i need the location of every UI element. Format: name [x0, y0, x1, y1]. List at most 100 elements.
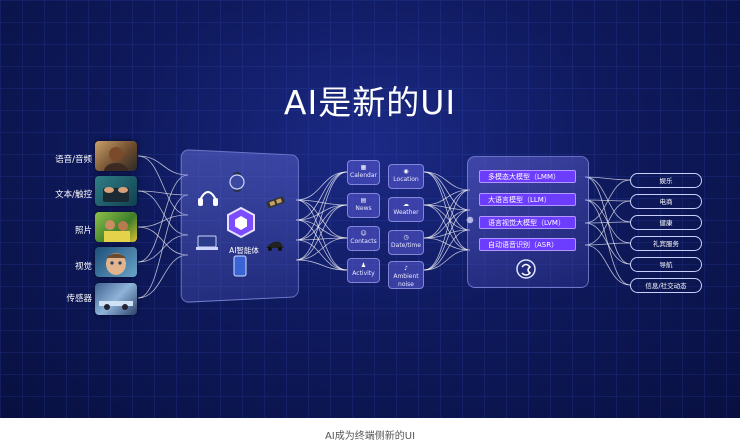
figure-caption: AI成为终端侧新的UI — [324, 431, 416, 442]
input-wire — [137, 174, 189, 263]
agent-wire — [295, 199, 348, 239]
input-wire — [137, 214, 189, 228]
app-wire — [423, 209, 471, 239]
output-wire — [584, 179, 631, 224]
output-concierge: 礼宾服务 — [630, 236, 702, 251]
agent-wire — [295, 219, 348, 239]
model-asr: 自动语音识别（ASR） — [479, 238, 576, 251]
agent-wire — [295, 259, 348, 271]
agent-label: AI智能体 — [229, 246, 259, 255]
portrait-thumbnail — [95, 141, 137, 171]
weather-icon: ☁ — [403, 201, 409, 208]
output-social-feed: 信息/社交动态 — [630, 278, 702, 293]
news-icon: ▤ — [360, 197, 367, 204]
diagram-canvas: AI是新的UI 语音/音频 文本/触控 照片 视觉 传感器 — [0, 0, 740, 418]
glasses-icon — [266, 196, 285, 209]
output-wire — [584, 176, 631, 181]
output-wire — [584, 242, 631, 246]
child-face-icon — [106, 253, 126, 275]
app-wire — [423, 204, 471, 251]
input-wire — [137, 234, 189, 263]
page-title: AI是新的UI — [283, 83, 457, 122]
input-label-voice: 语音/音频 — [55, 155, 92, 165]
app-tile-weather: ☁Weather — [388, 197, 424, 222]
app-wire — [423, 229, 471, 271]
headphones-icon — [198, 191, 218, 206]
output-wire — [584, 199, 631, 286]
portrait-photo-icon — [104, 147, 128, 171]
typing-thumbnail — [95, 176, 137, 206]
app-tile-location: ◉Location — [388, 164, 424, 189]
agent-logo-icon — [227, 206, 255, 239]
sensor-thumbnail — [95, 283, 137, 315]
noise-icon: ♪ — [404, 265, 408, 272]
output-ecommerce: 电商 — [630, 194, 702, 209]
app-tile-news: ▤News — [347, 193, 380, 218]
output-wire — [584, 176, 631, 265]
watch-icon — [229, 172, 245, 192]
input-label-text: 文本/触控 — [55, 190, 92, 200]
app-wire — [423, 171, 471, 251]
agent-wire — [295, 171, 348, 261]
typing-hands-icon — [103, 187, 129, 202]
app-tile-calendar: ▦Calendar — [347, 160, 380, 185]
input-wire — [137, 155, 189, 216]
app-tile-datetime: ◷Date/time — [388, 230, 424, 255]
output-entertainment: 娱乐 — [630, 173, 702, 188]
input-label-photo: 照片 — [74, 226, 92, 236]
laptop-icon — [196, 235, 218, 250]
app-wire — [423, 249, 471, 271]
location-icon: ◉ — [403, 168, 409, 175]
output-wire — [584, 199, 631, 202]
child-thumbnail — [95, 247, 137, 277]
agent-wire — [295, 171, 348, 221]
model-llm: 大语言模型（LLM） — [479, 193, 576, 206]
input-wire — [137, 194, 189, 299]
app-tile-activity: ♟Activity — [347, 258, 380, 283]
output-health: 健康 — [630, 215, 702, 230]
agent-wire — [295, 239, 348, 271]
calendar-icon: ▦ — [360, 164, 367, 171]
agent-wire — [295, 199, 348, 206]
clock-icon: ◷ — [403, 234, 409, 241]
input-label-sensor: 传感器 — [66, 294, 92, 304]
output-wire — [584, 244, 631, 286]
input-wire — [137, 190, 189, 196]
activity-icon: ♟ — [360, 262, 367, 269]
agent-wire — [295, 199, 348, 271]
app-wire — [423, 229, 471, 239]
input-label-vision: 视觉 — [74, 262, 92, 272]
car-icon — [266, 241, 284, 251]
contacts-icon: ☺ — [360, 230, 367, 237]
input-wire — [137, 155, 189, 176]
app-wire — [423, 189, 471, 206]
phone-icon — [233, 255, 247, 277]
app-tile-contacts: ☺Contacts — [347, 226, 380, 251]
app-wire — [423, 209, 471, 271]
people-thumbnail — [95, 212, 137, 242]
input-wire — [137, 226, 189, 256]
output-wire — [584, 199, 631, 244]
input-wire — [137, 190, 189, 236]
agent-wire — [295, 204, 348, 261]
agent-wire — [295, 219, 348, 271]
agent-wire — [295, 237, 348, 261]
output-wire — [584, 222, 631, 265]
connection-wires — [0, 0, 740, 418]
output-wire — [584, 200, 631, 246]
input-wire — [137, 254, 189, 299]
app-wire — [423, 189, 471, 271]
output-wire — [584, 176, 631, 223]
agent-devices — [196, 172, 285, 277]
snapdragon-logo-icon — [516, 259, 536, 279]
model-lvm: 语言视觉大模型（LVM） — [479, 216, 576, 229]
app-tile-ambient-noise: ♪Ambient noise — [388, 261, 424, 289]
output-navigation: 导航 — [630, 257, 702, 272]
agent-wire — [295, 204, 348, 241]
people-photo-icon — [104, 220, 130, 242]
sensor-scene-icon — [99, 301, 133, 310]
app-wire — [423, 171, 471, 211]
app-wire — [423, 189, 471, 239]
model-lmm: 多模态大模型（LMM） — [479, 170, 576, 183]
app-wire — [423, 237, 471, 251]
